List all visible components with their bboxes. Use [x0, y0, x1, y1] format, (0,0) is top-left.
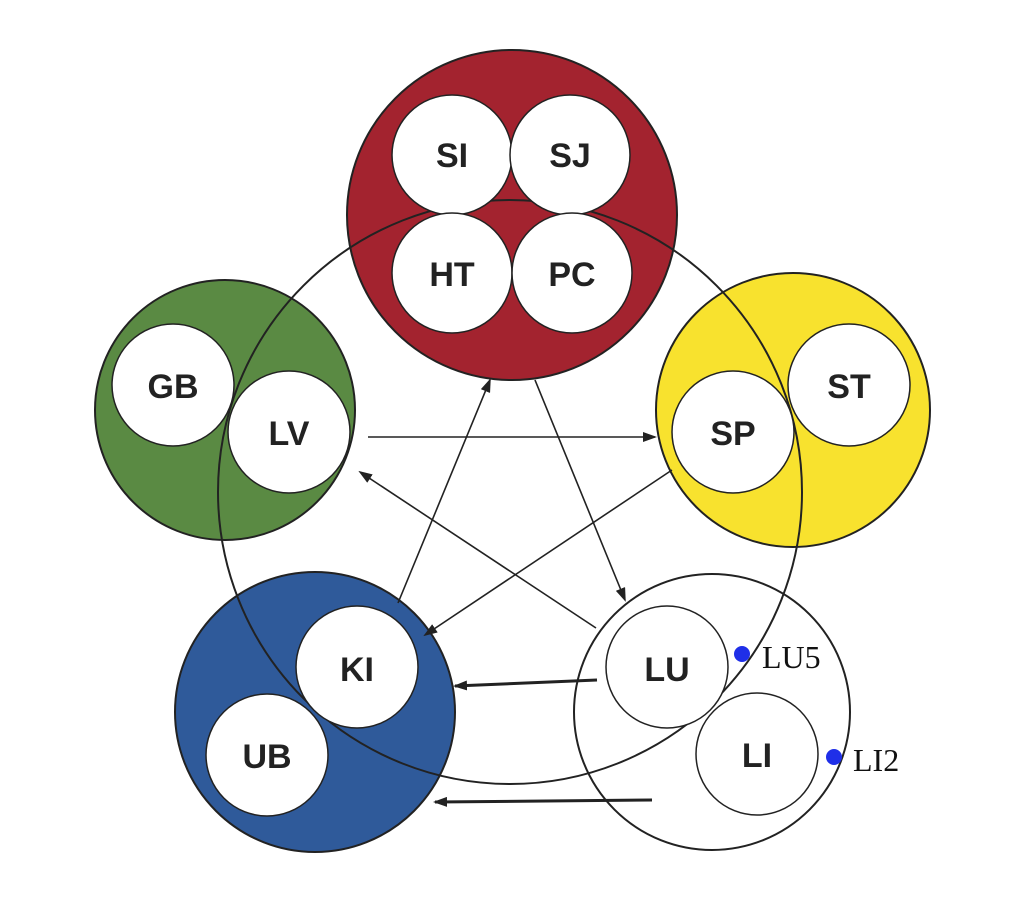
lu-organ-circle — [605, 605, 729, 729]
st-organ-circle — [787, 323, 911, 447]
arrow-ht-to-lu — [534, 379, 626, 602]
lu5-point-label: LU5 — [762, 639, 821, 675]
lu-label: LU — [644, 651, 689, 689]
lv-organ-circle — [227, 370, 351, 494]
arrow-ki-to-ht — [397, 378, 491, 604]
pc-label: PC — [548, 256, 595, 294]
gb-label: GB — [148, 368, 199, 406]
fire-element-circle — [346, 49, 678, 381]
gb-organ-circle — [111, 323, 235, 447]
li2-point-label: LI2 — [853, 742, 899, 778]
ht-label: HT — [429, 256, 475, 294]
arrow-lu-to-water — [453, 678, 598, 691]
generating-cycle-ring — [217, 199, 803, 785]
ub-label: UB — [242, 738, 291, 776]
arrow-li-to-water — [433, 796, 653, 807]
pc-organ-circle — [511, 212, 633, 334]
arrow-lu-to-lv — [358, 470, 597, 629]
st-label: ST — [827, 368, 871, 406]
ub-organ-circle — [205, 693, 329, 817]
si-label: SI — [436, 137, 468, 175]
li2-point-dot — [826, 749, 842, 765]
sp-organ-circle — [671, 370, 795, 494]
li-label: LI — [742, 737, 772, 775]
ki-label: KI — [340, 651, 374, 689]
arrow-sp-to-ki — [423, 469, 673, 637]
ki-organ-circle — [295, 605, 419, 729]
lu5-point-dot — [734, 646, 750, 662]
sj-label: SJ — [549, 137, 591, 175]
li-organ-circle — [695, 692, 819, 816]
sp-label: SP — [710, 415, 755, 453]
lv-label: LV — [269, 415, 310, 453]
